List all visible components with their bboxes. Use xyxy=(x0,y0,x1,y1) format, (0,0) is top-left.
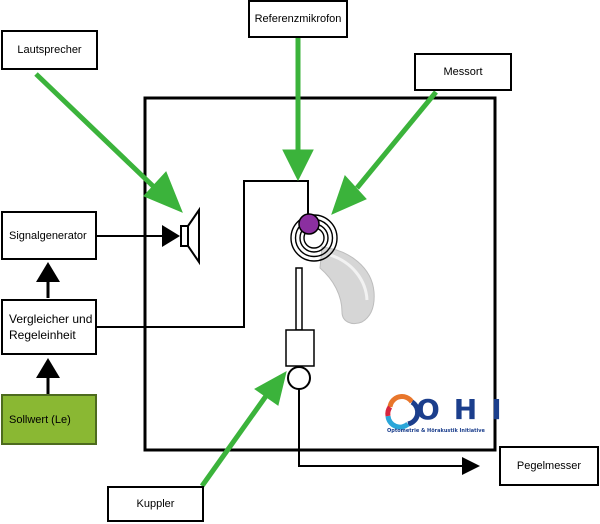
measure-point-label-box: Messort xyxy=(414,53,512,91)
signal-to-speaker-connector xyxy=(97,225,180,247)
coupler-label: Kuppler xyxy=(136,498,175,510)
comparator-box: Vergleicher und Regeleinheit xyxy=(1,299,97,355)
measurement-box xyxy=(143,96,497,452)
green-arrow-speaker xyxy=(34,72,183,213)
speaker-label: Lautsprecher xyxy=(17,44,82,56)
reference-mic-label: Referenzmikrofon xyxy=(254,13,342,25)
reference-mic-label-box: Referenzmikrofon xyxy=(248,0,348,38)
setpoint-label: Sollwert (Le) xyxy=(9,413,71,426)
coupler-body xyxy=(285,329,315,367)
green-arrow-coupler xyxy=(199,371,287,488)
hearing-aid-icon xyxy=(319,246,375,325)
coupler-label-box: Kuppler xyxy=(107,486,204,522)
green-arrow-reference-mic xyxy=(282,38,314,182)
level-meter-label-box: Pegelmesser xyxy=(499,446,599,486)
signal-generator-label: Signalgenerator xyxy=(9,229,87,242)
coupler-to-levelmeter-connector xyxy=(298,389,480,475)
reference-mic-icon xyxy=(298,213,320,235)
comparator-to-generator-arrow xyxy=(36,262,60,298)
ohi-logo-tagline: Optometrie & Hörakustik Initiative xyxy=(387,428,485,434)
green-arrow-measure-point xyxy=(331,90,438,215)
speaker-icon xyxy=(180,206,200,266)
tube xyxy=(295,267,303,331)
measure-point-label: Messort xyxy=(443,66,483,78)
setpoint-box: Sollwert (Le) xyxy=(1,394,97,445)
signal-generator-box: Signalgenerator xyxy=(1,211,97,260)
comparator-label-line2: Regeleinheit xyxy=(9,328,76,342)
setpoint-to-comparator-arrow xyxy=(36,358,60,394)
ohi-logo-emblem xyxy=(385,394,421,430)
level-meter-label: Pegelmesser xyxy=(516,460,582,472)
speaker-label-box: Lautsprecher xyxy=(1,30,98,70)
reference-mic-wire xyxy=(97,180,309,328)
coupler-mic-icon xyxy=(287,366,311,390)
comparator-label-line1: Vergleicher und xyxy=(9,312,93,326)
ohi-logo-letters: OHI xyxy=(416,393,516,426)
